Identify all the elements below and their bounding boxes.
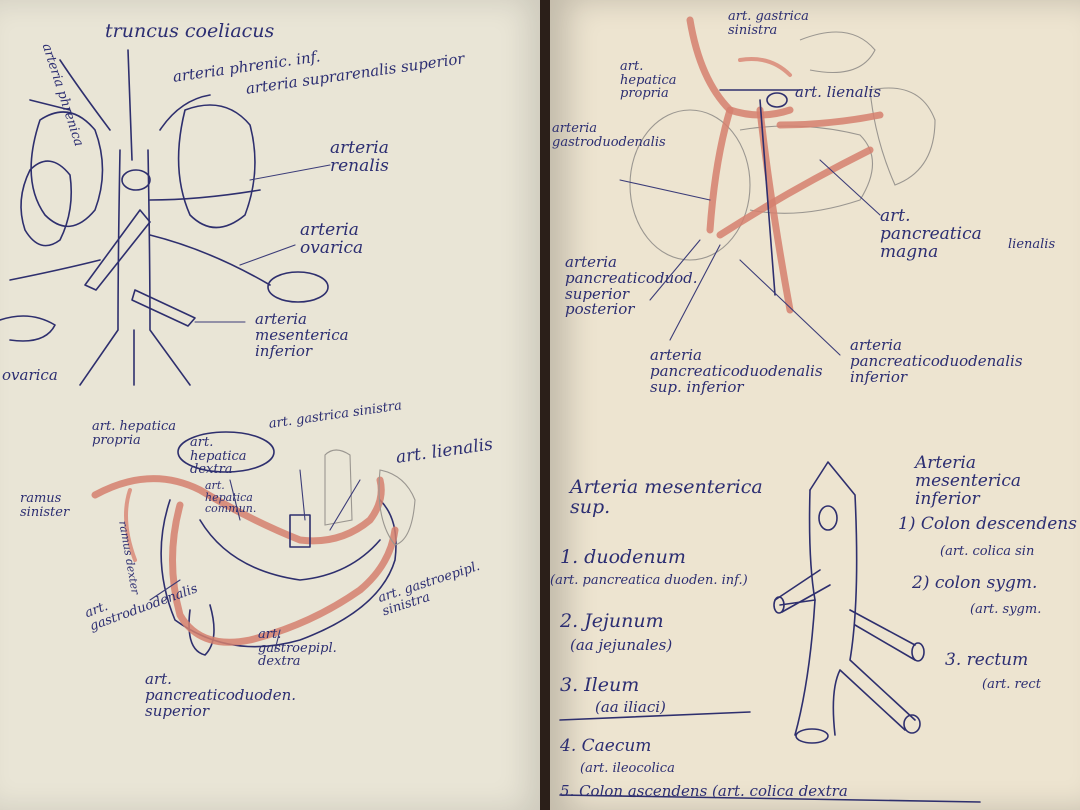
sup-item-jejunum: 2. Jejunum [560,610,664,632]
label-r-gastroduodenalis: arteria gastroduodenalis [552,121,666,150]
sup-item-jejunum-artery: (aa jejunales) [570,636,673,654]
label-gastroepipl-dextra: art. gastroepipl. dextra [258,627,337,670]
label-pancreaticoduod-sup-inf: arteria pancreaticoduodenalis sup. infer… [650,346,823,396]
sup-item-duodenum: 1. duodenum [560,546,686,568]
label-r-hepatica-propria: art. hepatica propria [620,59,677,102]
label-hepatica-commun: art. hepatica commun. [205,479,257,516]
label-mesenterica-inferior: arteria mesenterica inferior [255,310,349,360]
mesenterica-inf-title: Arteria mesenterica inferior [915,453,1022,509]
right-notebook-page [546,0,1080,810]
label-lienalis-note: lienalis [1008,237,1056,252]
inf-item-colon-descendens: 1) Colon descendens [898,514,1077,534]
mesenterica-sup-title: Arteria mesenterica sup. [570,476,763,518]
inf-item-colon-sygm: 2) colon sygm. [912,573,1038,593]
label-r-lienalis: art. lienalis [795,83,882,101]
sup-item-duodenum-artery: (art. pancreatica duoden. inf.) [550,573,748,588]
label-hepatica-propria: art. hepatica propria [92,419,177,448]
inf-item-colon-descendens-artery: (art. colica sin [940,544,1035,559]
book-gutter [540,0,550,810]
abdominal-aorta-sketch [0,49,331,386]
stomach-arteries-sketch [91,431,416,656]
sup-item-caecum: 4. Caecum [560,736,652,756]
label-arteria-renalis: arteria renalis [330,138,389,176]
label-pancreaticoduod-sup-post: arteria pancreaticoduod. superior poster… [565,253,698,319]
label-ramus-sinister: ramus sinister [20,491,70,520]
label-ovarica-fragment: ovarica [2,366,58,384]
sup-item-colon-ascendens: 5. Colon ascendens (art. colica dextra [560,782,848,800]
celiac-pancreas-sketch [619,16,936,356]
label-r-gastrica-sinistra: art. gastrica sinistra [728,9,809,38]
sup-item-ileum-artery: (aa iliaci) [595,698,666,716]
label-arteria-ovarica: arteria ovarica [300,220,364,258]
left-notebook-page [0,0,546,810]
inf-item-colon-sygm-artery: (art. sygm. [970,602,1042,617]
label-pancreaticoduoden-superior: art. pancreaticoduoden. superior [145,670,297,720]
label-hepatica-dextra: art. hepatica dextra [190,435,247,478]
mesenteric-artery-sketch [559,461,981,803]
sup-item-ileum: 3. Ileum [560,674,640,696]
sup-item-caecum-artery: (art. ileocolica [580,761,675,776]
label-pancreaticoduod-inferior: arteria pancreaticoduodenalis inferior [850,336,1023,386]
truncus-coeliacus-label: truncus coeliacus [105,20,275,42]
inf-item-rectum-artery: (art. rect [982,677,1041,692]
inf-item-rectum: 3. rectum [945,650,1029,670]
label-pancreatica-magna: art. pancreatica magna [880,206,982,262]
